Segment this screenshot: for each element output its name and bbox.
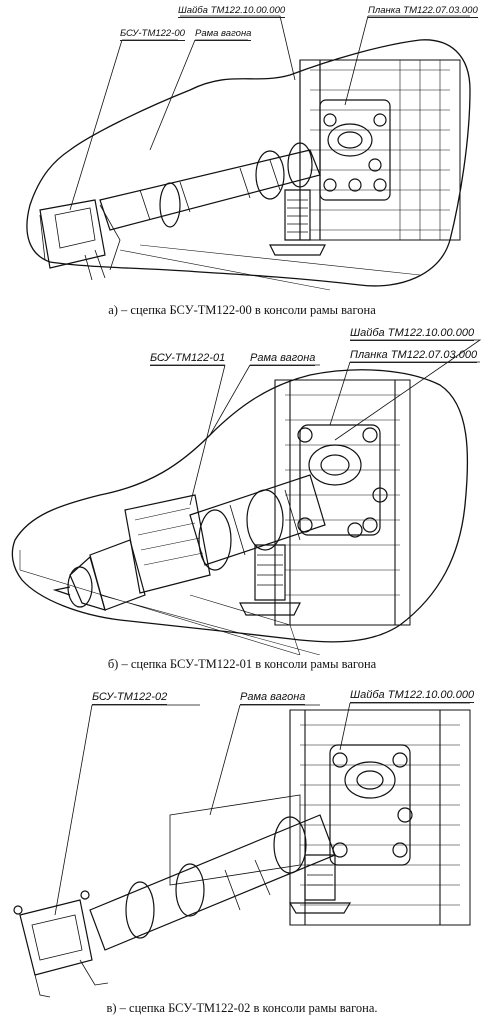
caption-b: б) – сцепка БСУ-ТМ122-01 в консоли рамы … — [107, 657, 377, 671]
spring-support-a — [269, 189, 326, 256]
caption-c: в) – сцепка БСУ-ТМ122-02 в консоли рамы … — [106, 1001, 378, 1015]
label-coupler-a: БСУ-ТМ122-00 — [120, 28, 185, 41]
drawing-b — [11, 339, 482, 655]
coupler-shaft-a — [99, 142, 321, 231]
label-frame-b: Рама вагона — [250, 352, 316, 366]
panel-a: БСУ-ТМ122-00 Рама вагона Шайба ТМ122.10.… — [0, 0, 484, 330]
label-washer-b: Шайба ТМ122.10.00.000 — [350, 327, 475, 341]
leader-lines-c — [54, 702, 470, 916]
leader-lines-a — [69, 15, 470, 211]
coupler-shaft-b — [189, 474, 326, 571]
label-washer-a-text: Шайба ТМ122.10.00.000 — [178, 5, 286, 18]
caption-a: а) – сцепка БСУ-ТМ122-00 в консоли рамы … — [108, 303, 376, 317]
leader-lines-b — [150, 339, 482, 506]
label-frame-a-text: Рама вагона — [195, 28, 252, 41]
label-frame-a: Рама вагона — [195, 28, 252, 41]
label-frame-c-text: Рама вагона — [240, 691, 306, 705]
spring-support-b — [239, 544, 301, 616]
label-washer-a: Шайба ТМ122.10.00.000 — [178, 5, 286, 18]
draft-gear-a — [319, 99, 391, 201]
label-plate-b: Планка ТМ122.07.03.000 — [350, 349, 478, 363]
coupler-head-a — [39, 199, 121, 281]
panel-c: БСУ-ТМ122-02 Рама вагона Шайба ТМ122.10.… — [0, 685, 484, 1024]
coupler-head-b — [52, 494, 211, 611]
detail-outline-a — [26, 39, 471, 287]
draft-gear-c — [329, 744, 413, 866]
label-plate-a-text: Планка ТМ122.07.03.000 — [368, 5, 478, 18]
label-coupler-a-text: БСУ-ТМ122-00 — [120, 28, 185, 41]
label-plate-b-text: Планка ТМ122.07.03.000 — [350, 349, 478, 363]
label-frame-b-text: Рама вагона — [250, 352, 316, 366]
label-coupler-c: БСУ-ТМ122-02 — [92, 691, 168, 705]
spring-support-c — [288, 854, 352, 914]
label-washer-c-text: Шайба ТМ122.10.00.000 — [350, 689, 475, 703]
detail-outline-b — [11, 369, 469, 643]
label-coupler-b: БСУ-ТМ122-01 — [150, 352, 226, 366]
coupler-head-c — [13, 890, 109, 998]
car-frame-b — [274, 379, 411, 626]
coupler-shaft-c — [89, 814, 336, 951]
label-washer-b-text: Шайба ТМ122.10.00.000 — [350, 327, 475, 341]
car-frame-a — [299, 59, 461, 241]
label-coupler-c-text: БСУ-ТМ122-02 — [92, 691, 168, 705]
label-washer-c: Шайба ТМ122.10.00.000 — [350, 689, 475, 703]
label-plate-a: Планка ТМ122.07.03.000 — [368, 5, 478, 18]
drawing-a — [26, 15, 471, 291]
label-coupler-b-text: БСУ-ТМ122-01 — [150, 352, 226, 366]
drawing-c — [13, 702, 471, 998]
panel-b: БСУ-ТМ122-01 Рама вагона Шайба ТМ122.10.… — [0, 325, 484, 675]
label-frame-c: Рама вагона — [240, 691, 306, 705]
draft-gear-b — [297, 424, 388, 538]
car-frame-c — [169, 709, 471, 926]
